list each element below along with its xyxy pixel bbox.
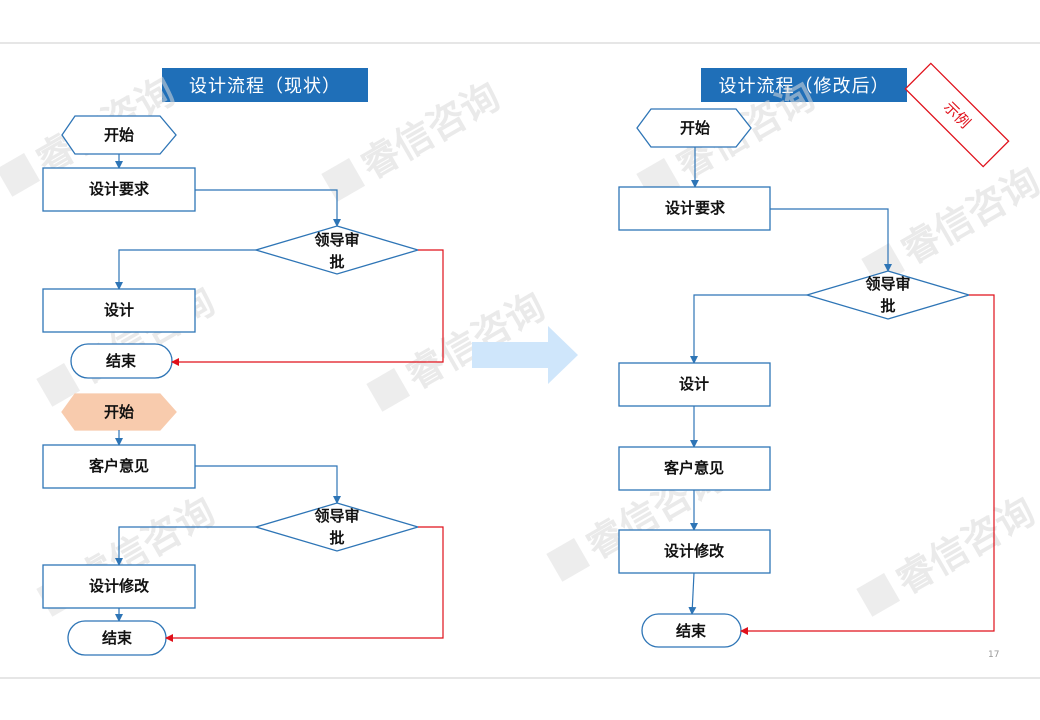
svg-text:睿信咨询: 睿信咨询 (398, 284, 552, 398)
example-stamp: 示例 (904, 62, 1010, 168)
left2-step-customer-feedback (42, 444, 196, 489)
svg-text:睿信咨询: 睿信咨询 (353, 74, 507, 188)
svg-text:睿信咨询: 睿信咨询 (888, 489, 1040, 603)
right-step-design-revision (618, 529, 771, 574)
left1-start-label: 开始 (104, 126, 134, 144)
right-start-node (636, 108, 752, 148)
right-step-design-requirements (618, 186, 771, 231)
right-red-arrow-decision-end (740, 294, 995, 635)
left1-step1-label: 设计要求 (89, 180, 150, 198)
left1-step-design (42, 288, 196, 333)
left1-arrow-step1-decision (195, 189, 341, 227)
right-step3-label: 客户意见 (663, 459, 724, 477)
left1-end-label: 结束 (106, 352, 137, 370)
right-arrow-decision-step2 (690, 294, 807, 364)
left1-red-arrow-decision-end (171, 249, 444, 366)
left1-arrow-decision-step2 (115, 249, 256, 290)
left2-arrow-decision-step2 (115, 526, 256, 566)
left2-red-arrow-decision-end (165, 526, 444, 642)
right-decision-line2: 批 (880, 297, 895, 315)
svg-text:睿信咨询: 睿信咨询 (893, 159, 1040, 273)
left-title: 设计流程（现状） (162, 68, 368, 102)
right-arrow-step4-end (688, 572, 697, 615)
left1-start-node (61, 115, 177, 155)
top-rule (0, 42, 1040, 44)
right-step1-label: 设计要求 (665, 199, 726, 217)
left2-decision-line2: 批 (329, 529, 344, 547)
left2-step2-label: 设计修改 (89, 577, 150, 595)
left2-step-design-revision (42, 564, 196, 609)
left2-decision-line1: 领导审 (313, 507, 359, 525)
left2-arrow-step1-decision (195, 465, 341, 504)
left1-decision-line2: 批 (329, 253, 344, 271)
left1-decision-line1: 领导审 (313, 231, 359, 249)
right-step2-label: 设计 (679, 375, 709, 393)
left1-step2-label: 设计 (104, 301, 134, 319)
bottom-rule (0, 677, 1040, 679)
right-end-label: 结束 (676, 622, 707, 640)
right-title: 设计流程（修改后） (701, 68, 907, 102)
right-decision-node (804, 270, 972, 320)
right-step-customer-feedback (618, 446, 771, 491)
left1-decision-node (253, 225, 421, 275)
right-arrow-step1-decision (770, 208, 892, 272)
left2-decision-node (253, 502, 421, 552)
left2-step1-label: 客户意见 (88, 457, 149, 475)
transition-arrow (472, 326, 578, 384)
left2-start-label: 开始 (104, 403, 134, 421)
right-decision-line1: 领导审 (864, 275, 910, 293)
page-number: 17 (988, 650, 1000, 660)
right-start-label: 开始 (680, 119, 710, 137)
right-step4-label: 设计修改 (664, 542, 725, 560)
left2-start-node (61, 393, 177, 431)
right-step-design (618, 362, 771, 407)
left2-end-label: 结束 (102, 629, 133, 647)
